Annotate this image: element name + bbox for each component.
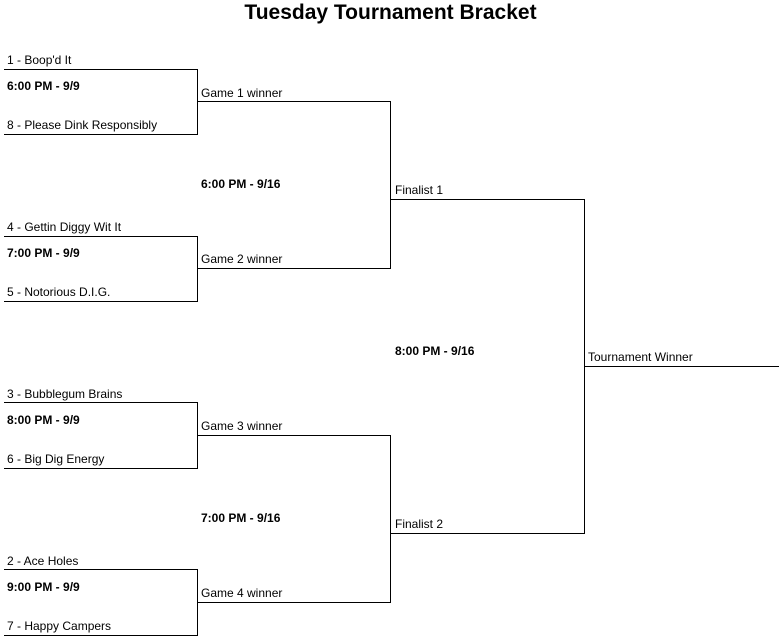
bracket-line bbox=[4, 236, 198, 237]
winner-slot-tournament: Tournament Winner bbox=[588, 350, 693, 364]
bracket-line bbox=[4, 301, 198, 302]
bracket-line bbox=[584, 366, 779, 367]
team-slot-seed-3: 3 - Bubblegum Brains bbox=[7, 387, 123, 401]
team-slot-seed-7: 7 - Happy Campers bbox=[7, 619, 112, 633]
winner-slot-finalist-1: Finalist 1 bbox=[395, 183, 444, 197]
bracket-line bbox=[4, 635, 198, 636]
team-slot-seed-1: 1 - Boop'd It bbox=[7, 53, 72, 67]
bracket-line bbox=[197, 435, 391, 436]
bracket-connector bbox=[197, 236, 198, 302]
game-time-game-3: 8:00 PM - 9/9 bbox=[7, 413, 80, 427]
game-time-final: 8:00 PM - 9/16 bbox=[395, 344, 475, 358]
game-time-game-1: 6:00 PM - 9/9 bbox=[7, 79, 80, 93]
team-slot-seed-2: 2 - Ace Holes bbox=[7, 554, 79, 568]
game-time-semifinal-1: 6:00 PM - 9/16 bbox=[201, 177, 281, 191]
team-slot-seed-4: 4 - Gettin Diggy Wit It bbox=[7, 220, 122, 234]
winner-slot-game-2: Game 2 winner bbox=[201, 252, 283, 266]
bracket-line bbox=[4, 402, 198, 403]
game-time-game-4: 9:00 PM - 9/9 bbox=[7, 580, 80, 594]
winner-slot-game-3: Game 3 winner bbox=[201, 419, 283, 433]
bracket-line bbox=[4, 134, 198, 135]
bracket-line bbox=[197, 602, 391, 603]
winner-slot-game-4: Game 4 winner bbox=[201, 586, 283, 600]
bracket-line bbox=[390, 199, 585, 200]
bracket-connector bbox=[390, 101, 391, 269]
page-title: Tuesday Tournament Bracket bbox=[244, 1, 537, 24]
bracket-connector bbox=[390, 435, 391, 603]
winner-slot-finalist-2: Finalist 2 bbox=[395, 517, 444, 531]
winner-slot-game-1: Game 1 winner bbox=[201, 86, 283, 100]
bracket-line bbox=[390, 533, 585, 534]
team-slot-seed-5: 5 - Notorious D.I.G. bbox=[7, 285, 111, 299]
bracket-line bbox=[4, 569, 198, 570]
bracket-connector bbox=[197, 69, 198, 135]
bracket-line bbox=[197, 268, 391, 269]
team-slot-seed-8: 8 - Please Dink Responsibly bbox=[7, 118, 158, 132]
game-time-semifinal-2: 7:00 PM - 9/16 bbox=[201, 511, 281, 525]
bracket-line bbox=[197, 101, 391, 102]
bracket-line bbox=[4, 69, 198, 70]
game-time-game-2: 7:00 PM - 9/9 bbox=[7, 246, 80, 260]
team-slot-seed-6: 6 - Big Dig Energy bbox=[7, 452, 105, 466]
bracket-line bbox=[4, 468, 198, 469]
